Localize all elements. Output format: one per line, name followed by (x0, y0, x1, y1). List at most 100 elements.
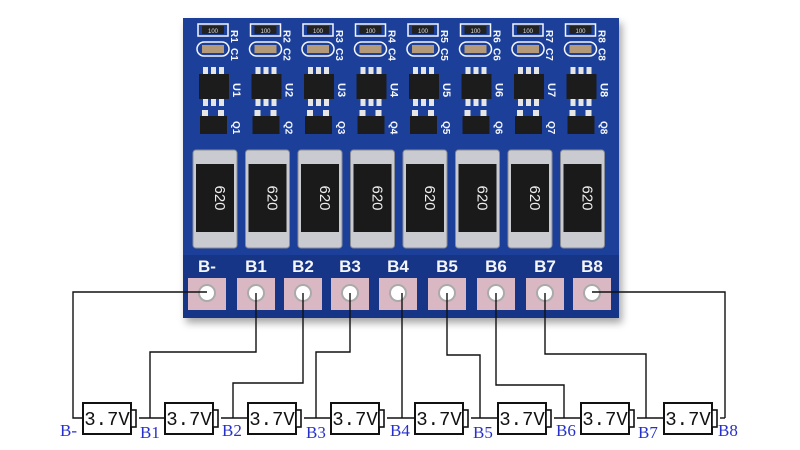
ic-pin (316, 99, 321, 106)
battery-voltage-label: 3.7V (332, 409, 378, 431)
ic-pin (570, 67, 576, 74)
battery-terminal (545, 409, 552, 428)
resistor-outline (407, 23, 439, 37)
ic-pin (534, 67, 539, 74)
resistor-outline (459, 23, 492, 37)
battery-voltage-label: 3.7V (499, 409, 545, 431)
power-resistor-marking: 620 (579, 185, 596, 210)
mosfet-8 (567, 116, 595, 134)
capacitor-outline (353, 41, 388, 57)
ic-pin (481, 99, 487, 106)
power-resistor-marking: 620 (526, 185, 543, 210)
mosfet-pin (585, 110, 592, 116)
mosfet-pin (428, 110, 434, 116)
capacitor-label: C8 (596, 48, 607, 61)
battery-voltage-label: 3.7V (84, 409, 130, 431)
ic-5 (409, 74, 439, 99)
pad-hole (583, 284, 601, 302)
ic-pin (203, 99, 208, 106)
capacitor-outline (196, 41, 230, 57)
mosfet-pin (412, 110, 418, 116)
ic-pin (526, 99, 531, 106)
battery-terminal (212, 409, 219, 428)
ic-pin (481, 67, 487, 74)
ic-1 (199, 74, 229, 99)
wire-B5 (446, 293, 481, 418)
capacitor-3 (307, 45, 329, 53)
power-resistor-4 (353, 164, 392, 232)
battery-cell-8: 3.7V (663, 402, 725, 435)
resistor-outline (512, 23, 544, 37)
ic-pin (219, 99, 224, 106)
node-label-B4: B4 (390, 421, 410, 440)
battery-body (330, 402, 380, 435)
power-resistor-2 (248, 164, 287, 232)
ic-label: U3 (335, 83, 347, 97)
ic-pin (526, 67, 531, 74)
ic-pin (465, 67, 471, 74)
pad-label-3: B3 (339, 257, 361, 276)
battery-voltage-label: 3.7V (665, 409, 711, 431)
ic-pin (421, 67, 426, 74)
resistor-4 (359, 26, 382, 34)
mosfet-label: Q7 (545, 121, 556, 135)
mosfet-label: Q1 (230, 121, 241, 135)
mosfet-4 (357, 116, 385, 134)
ic-label: U8 (598, 83, 610, 97)
resistor-3 (307, 26, 329, 34)
node-label-B5: B5 (473, 423, 493, 442)
node-label-B3: B3 (306, 423, 326, 442)
power-resistor-marking: 620 (369, 185, 386, 210)
mosfet-label: Q2 (283, 121, 294, 135)
resistor-label: R1 (228, 30, 239, 43)
mosfet-pin (517, 110, 523, 116)
mosfet-pin (307, 110, 313, 116)
node-label-B7: B7 (638, 423, 658, 442)
resistor-marking: 100 (470, 29, 481, 35)
power-resistor-marking: 620 (316, 185, 333, 210)
capacitor-5 (412, 45, 434, 53)
ic-pin (308, 67, 313, 74)
mosfet-pin (533, 110, 539, 116)
wire-B6 (495, 293, 565, 418)
battery-terminal (628, 409, 635, 428)
battery-terminal (130, 409, 137, 428)
ic-pin (211, 99, 216, 106)
resistor-label: R2 (281, 30, 292, 43)
mosfet-pin (270, 110, 277, 116)
ic-pin (586, 99, 592, 106)
ic-pin (473, 67, 479, 74)
resistor-1 (202, 26, 224, 34)
capacitor-label: C2 (281, 48, 292, 61)
mosfet-1 (200, 116, 227, 134)
power-resistor-marking: 620 (421, 185, 438, 210)
power-resistor-1 (196, 164, 234, 232)
capacitor-outline (301, 41, 335, 57)
mosfet-label: Q5 (440, 121, 451, 135)
battery-terminal (711, 409, 718, 428)
mosfet-pin (359, 110, 366, 116)
ic-pin (255, 67, 261, 74)
resistor-label: R4 (386, 30, 397, 43)
ic-pin (413, 99, 418, 106)
resistor-marking: 100 (523, 29, 534, 35)
ic-3 (304, 74, 334, 99)
ic-pin (360, 99, 366, 106)
battery-cell-5: 3.7V (414, 402, 498, 435)
pad-label-6: B6 (485, 257, 507, 276)
power-resistor-5 (406, 164, 444, 232)
wiring (72, 291, 726, 419)
ic-pin (211, 67, 216, 74)
capacitor-label: C3 (333, 48, 344, 61)
capacitor-label: C7 (543, 48, 554, 61)
battery-body (580, 402, 630, 435)
battery-voltage-label: 3.7V (582, 409, 628, 431)
battery-terminal (295, 409, 302, 428)
ic-pin (368, 99, 374, 106)
battery-cell-1: 3.7V (82, 402, 165, 435)
ic-8 (566, 74, 597, 99)
